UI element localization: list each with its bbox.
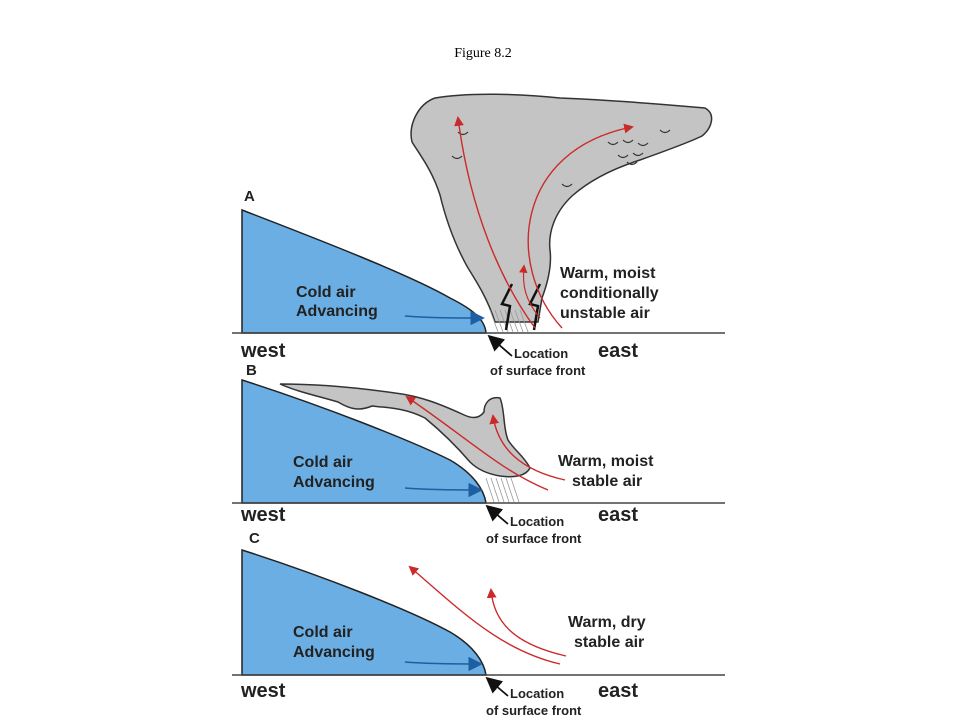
warm-air-label: stable air <box>574 634 644 651</box>
lightning-bolt-icon <box>500 283 514 331</box>
west-label: west <box>240 504 286 526</box>
warm-air-label: Warm, moist <box>558 453 654 470</box>
east-label: east <box>598 680 638 702</box>
cold-air-label: Cold air <box>293 454 353 471</box>
cold-air-label: Cold air <box>293 624 353 641</box>
front-location-label: of surface front <box>486 703 582 718</box>
panel-letter: A <box>244 188 255 205</box>
cold-air-wedge-b <box>241 378 487 504</box>
panel-letter: C <box>249 530 260 547</box>
figure-caption: Figure 8.2 <box>454 46 512 61</box>
front-location-label: Location <box>510 686 564 701</box>
cold-air-arrow <box>404 482 483 498</box>
warm-air-label: unstable air <box>560 305 650 322</box>
cumulonimbus-cloud <box>410 93 713 323</box>
front-location-label: Location <box>514 346 568 361</box>
stratus-cloud <box>279 383 531 478</box>
warm-air-label: stable air <box>572 473 642 490</box>
cold-air-label: Advancing <box>296 303 378 320</box>
panel-b: B Cold air Advancing Warm, moist stable … <box>232 362 725 546</box>
cloud-detail <box>451 129 671 188</box>
west-label: west <box>240 340 286 362</box>
east-label: east <box>598 504 638 526</box>
lightning-bolt-icon <box>528 283 542 331</box>
cold-air-arrow <box>404 310 485 326</box>
warm-air-label: conditionally <box>560 285 659 302</box>
warm-air-label: Warm, moist <box>560 265 656 282</box>
warm-air-arrow <box>489 414 566 481</box>
cold-air-label: Cold air <box>296 284 356 301</box>
cold-air-arrow <box>404 656 483 672</box>
cold-air-label: Advancing <box>293 644 375 661</box>
panel-c: C Cold air Advancing Warm, dry stable ai… <box>232 530 725 718</box>
front-location-label: of surface front <box>490 363 586 378</box>
panel-letter: B <box>246 362 257 379</box>
warm-air-arrow <box>519 264 541 319</box>
east-label: east <box>598 340 638 362</box>
warm-air-arrow <box>405 395 549 491</box>
warm-air-arrow <box>486 588 567 657</box>
front-location-arrow <box>487 334 513 357</box>
warm-air-label: Warm, dry <box>568 614 646 631</box>
rain-streaks-b <box>485 477 520 503</box>
warm-air-arrow <box>408 565 561 665</box>
warm-air-arrow <box>454 116 536 329</box>
front-location-label: Location <box>510 514 564 529</box>
panel-a: A Cold air Advancing Warm, moist conditi… <box>232 93 725 378</box>
cold-air-label: Advancing <box>293 474 375 491</box>
west-label: west <box>240 680 286 702</box>
front-location-label: of surface front <box>486 531 582 546</box>
front-location-arrow <box>485 676 509 697</box>
front-location-arrow <box>485 504 509 525</box>
cold-air-wedge-c <box>241 548 487 676</box>
warm-air-arrow <box>527 123 634 329</box>
